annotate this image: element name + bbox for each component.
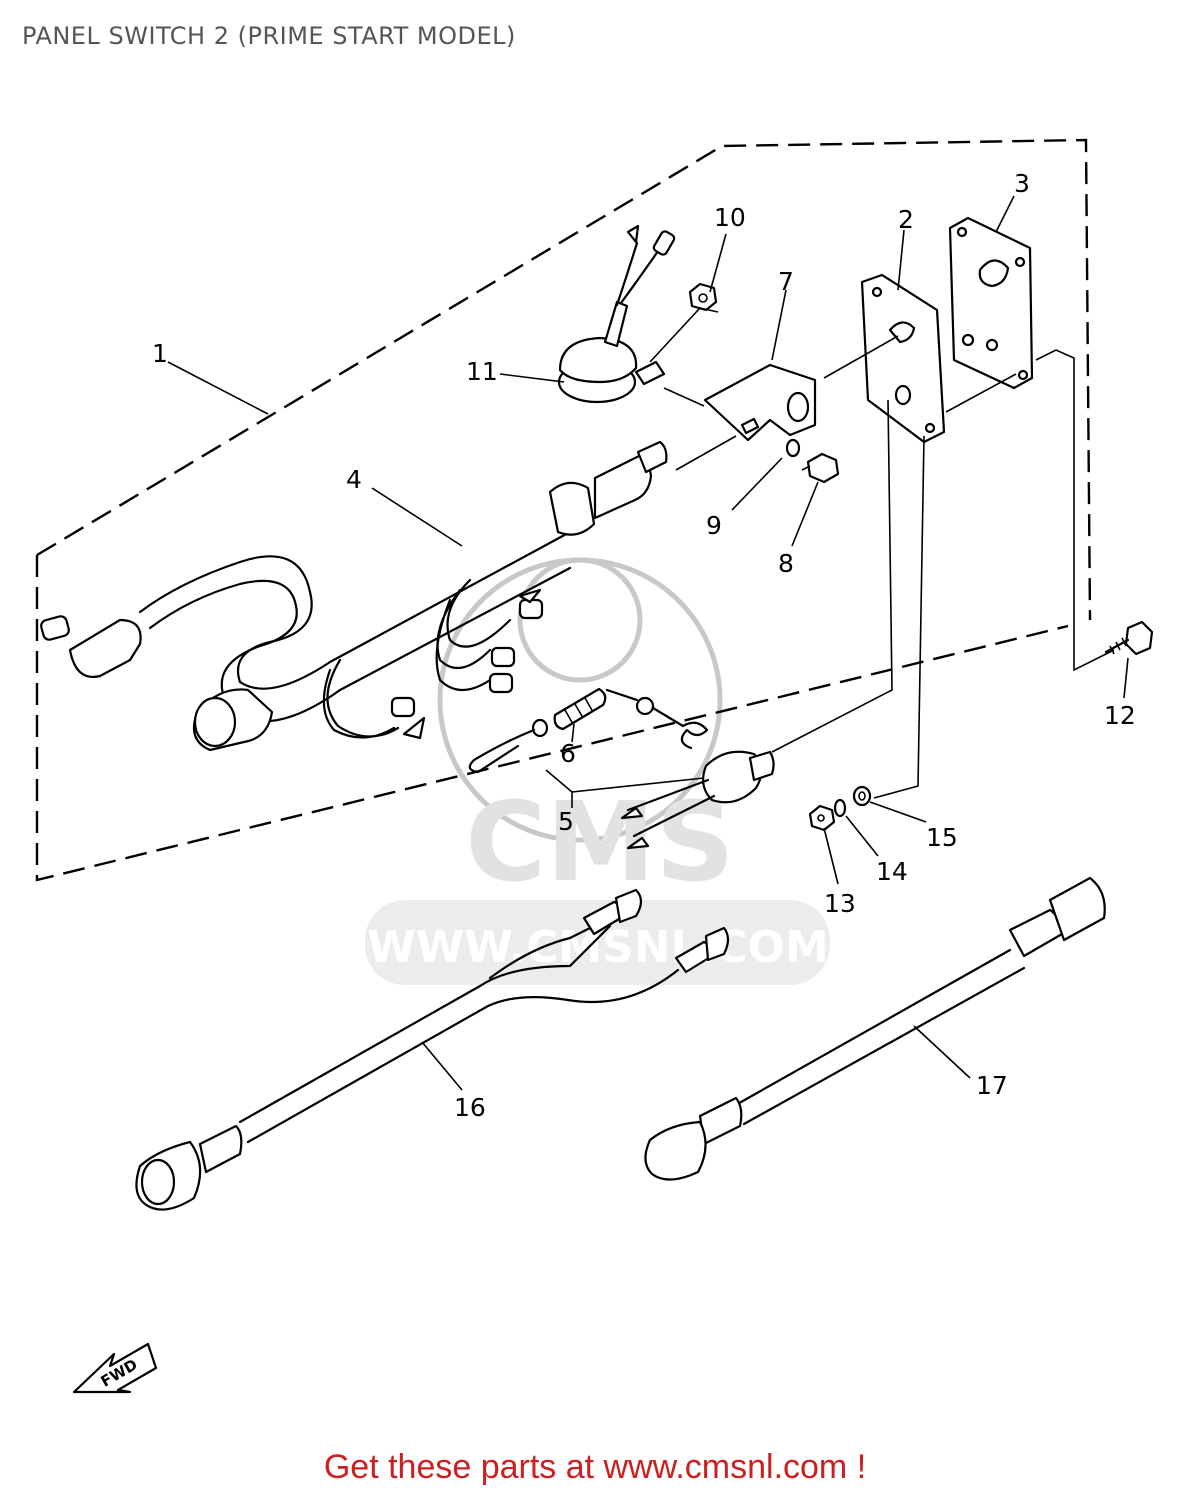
watermark: CMS WWW.CMSNL.COM [365,557,830,985]
label-15: 15 [926,823,958,852]
label-17: 17 [976,1071,1008,1100]
part-15-washer [852,785,872,807]
part-6-lanyard [468,687,709,774]
leader-lines [167,195,1129,1091]
part-4-harness [40,440,668,752]
part-7-bracket [703,363,817,442]
label-10: 10 [714,203,746,232]
part-14-washer [833,798,847,818]
part-8-screw [801,452,840,484]
label-3: 3 [1014,169,1030,198]
label-2: 2 [898,205,914,234]
part-9-washer [785,438,801,458]
label-1: 1 [152,339,168,368]
label-12: 12 [1104,701,1136,730]
footer-link[interactable]: Get these parts at www.cmsnl.com ! [323,1448,867,1486]
page-title: PANEL SWITCH 2 (PRIME START MODEL) [22,22,516,50]
label-16: 16 [454,1093,486,1122]
label-14: 14 [876,857,908,886]
watermark-logo: CMS [465,778,734,906]
fwd-arrow-icon: FWD [72,1342,158,1394]
part-5-switch [620,750,775,850]
label-5: 5 [558,807,574,836]
part-10-nut [688,282,718,312]
assembly-boundary [35,138,1092,882]
part-2-plate [860,273,946,444]
part-3-plate [948,216,1034,390]
label-8: 8 [778,549,794,578]
label-13: 13 [824,889,856,918]
assembly-guide-lines [649,307,1115,799]
label-4: 4 [346,465,362,494]
part-17-harness [644,876,1106,1181]
part-11-solenoid [557,224,676,404]
label-7: 7 [778,267,794,296]
part-12-screw [1104,620,1154,656]
part-13-nut [808,804,836,832]
part-labels: 1 2 3 4 5 6 7 8 9 10 11 12 13 14 15 16 1… [152,169,1136,1122]
label-11: 11 [466,357,498,386]
label-6: 6 [560,739,576,768]
label-9: 9 [706,511,722,540]
part-16-y-harness [135,888,730,1211]
